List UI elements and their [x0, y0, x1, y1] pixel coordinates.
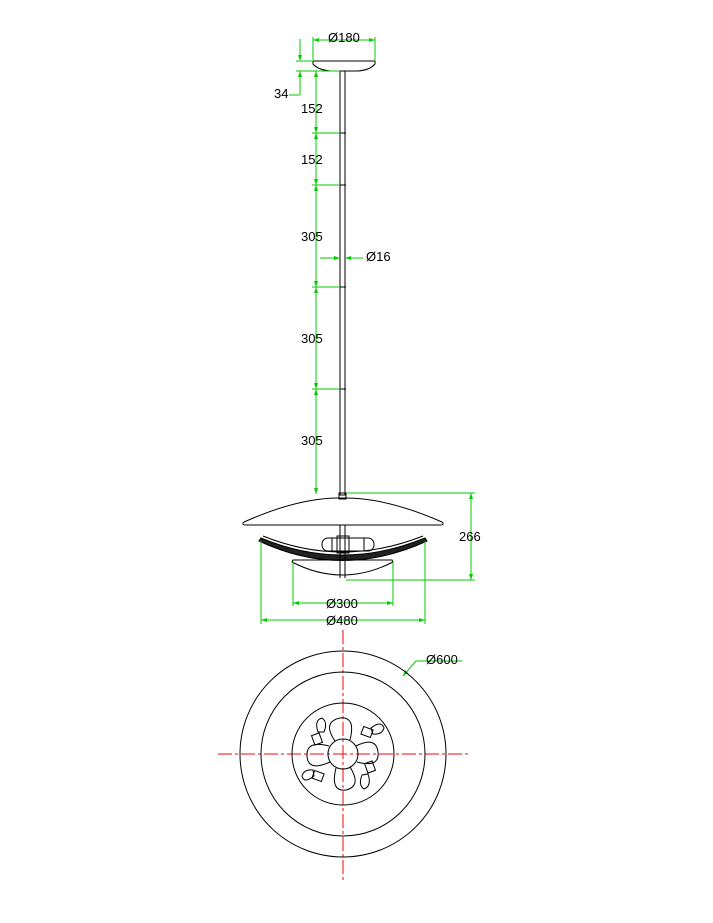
suspension-rod	[339, 70, 346, 496]
bulb	[359, 760, 377, 790]
lamp-holder	[321, 537, 375, 552]
rod-diameter-label: Ø16	[366, 249, 391, 264]
outer-diameter-label: Ø600	[426, 652, 458, 667]
middle-shade-diameter-label: Ø480	[326, 613, 358, 628]
lamp-arm	[333, 766, 356, 791]
bulb	[360, 723, 385, 739]
rod-segment-2-label: 152	[301, 152, 323, 167]
bulb	[310, 717, 327, 746]
centerlines	[218, 630, 468, 880]
lamp-arm	[355, 741, 379, 765]
dimension-lines	[260, 37, 475, 677]
center-hub	[327, 738, 359, 770]
lamp-arm	[329, 717, 353, 742]
rod-segment-3-label: 305	[301, 229, 323, 244]
rod-segment-1-label: 152	[301, 101, 323, 116]
ceiling-canopy	[312, 60, 376, 72]
outer-ring	[239, 650, 447, 858]
dimension-arrows	[261, 38, 473, 676]
canopy-diameter-label: Ø180	[328, 30, 360, 45]
side-elevation	[242, 60, 444, 578]
rod-segment-4-label: 305	[301, 331, 323, 346]
body-height-label: 266	[459, 529, 481, 544]
inner-ring	[291, 702, 395, 806]
rod-hub	[338, 492, 347, 500]
plan-view	[218, 630, 468, 880]
bulb	[301, 769, 325, 783]
canopy-height-label: 34	[274, 86, 288, 101]
top-dish	[242, 497, 444, 526]
middle-shade	[258, 537, 428, 561]
lamp-arm	[306, 743, 331, 767]
inner-shade-diameter-label: Ø300	[326, 596, 358, 611]
bottom-shade	[291, 559, 394, 576]
rod-segment-5-label: 305	[301, 433, 323, 448]
middle-ring	[260, 671, 426, 837]
